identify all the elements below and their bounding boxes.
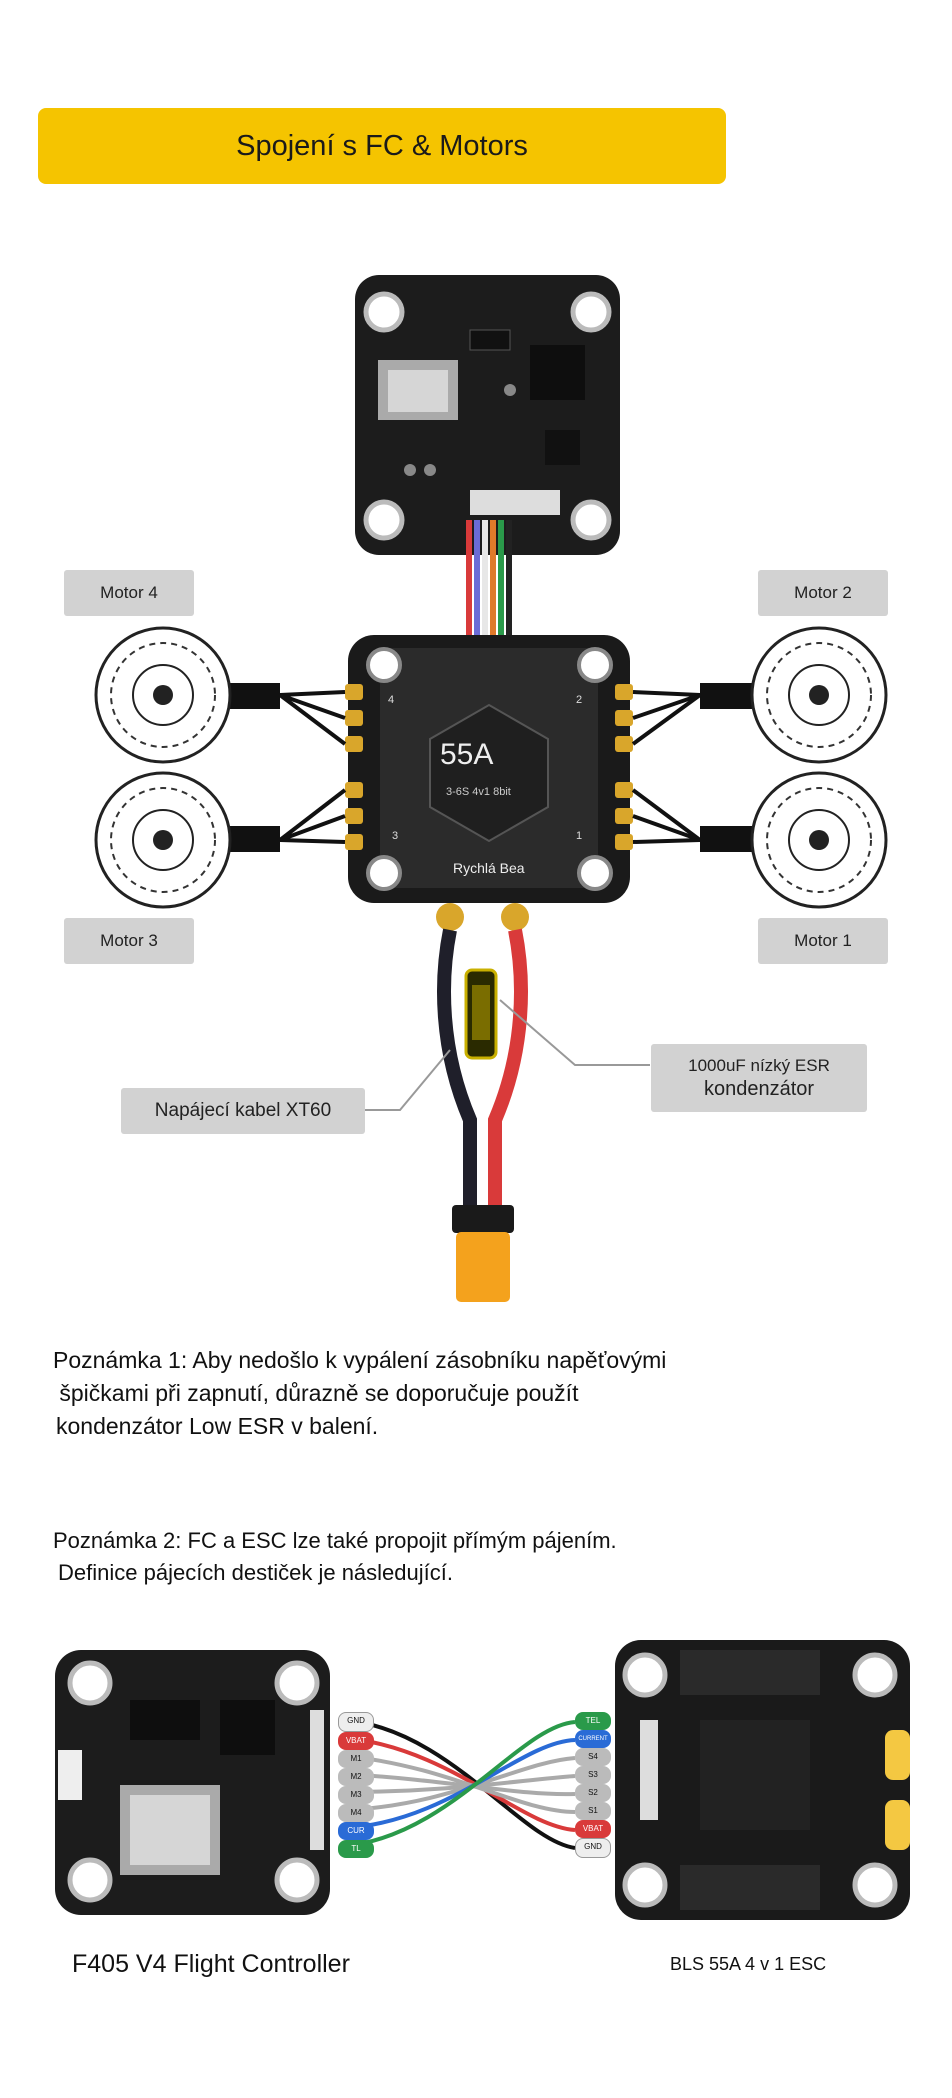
esc-pad: CURRENT (575, 1730, 611, 1748)
note-2-line: Poznámka 2: FC a ESC lze také propojit p… (53, 1528, 617, 1553)
fc-pad: GND (338, 1712, 374, 1732)
section-banner: Spojení s FC & Motors (38, 108, 726, 184)
motor-wires (278, 690, 702, 844)
fc-pad: M4 (338, 1804, 374, 1822)
esc-pad-list: TEL CURRENT S4 S3 S2 S1 VBAT GND (575, 1712, 611, 1858)
capacitor-label-line2: kondenzátor (703, 1077, 815, 1100)
esc-pad: TEL (575, 1712, 611, 1730)
esc-board-top (345, 635, 633, 931)
esc-spec: 3-6S 4v1 8bit (446, 786, 511, 798)
esc-pad: S4 (575, 1748, 611, 1766)
power-cable-label: Napájecí kabel XT60 (121, 1088, 365, 1134)
esc-pad-2: 2 (576, 694, 583, 706)
note-1-line: kondenzátor Low ESR v balení. (56, 1413, 379, 1439)
cross-wiring (344, 1718, 576, 1850)
fc-pad: CUR (338, 1822, 374, 1840)
note-1-line: špičkami při zapnutí, důrazně se doporuč… (53, 1380, 579, 1406)
capacitor-label: 1000uF nízký ESR kondenzátor (651, 1044, 867, 1112)
note-2: Poznámka 2: FC a ESC lze také propojit p… (53, 1525, 923, 1589)
esc-pad-4: 4 (388, 694, 395, 706)
power-cable (437, 928, 528, 1302)
flight-controller-bottom (55, 1650, 330, 1915)
fc-pad: M1 (338, 1750, 374, 1768)
esc-pad: GND (575, 1838, 611, 1858)
esc-pad: S2 (575, 1784, 611, 1802)
esc-pad: VBAT (575, 1820, 611, 1838)
flight-controller-top (355, 275, 620, 555)
motor-2-label: Motor 2 (758, 570, 888, 616)
motor-3-icon (94, 771, 232, 909)
capacitor-icon (464, 968, 498, 1060)
esc-label: BLS 55A 4 v 1 ESC (670, 1954, 827, 1974)
fc-pad-list: GND VBAT M1 M2 M3 M4 CUR TL (338, 1712, 374, 1858)
esc-pad-1: 1 (576, 830, 583, 842)
capacitor-leader (499, 999, 650, 1066)
motor-2-icon (750, 626, 888, 764)
note-1: Poznámka 1: Aby nedošlo k vypálení zásob… (53, 1344, 923, 1443)
note-1-line: Poznámka 1: Aby nedošlo k vypálení zásob… (53, 1347, 667, 1373)
motor-1-icon (750, 771, 888, 909)
note-2-line: Definice pájecích destiček je následujíc… (58, 1560, 453, 1585)
esc-pad: S1 (575, 1802, 611, 1820)
esc-board-bottom (615, 1640, 910, 1920)
fc-pad: TL (338, 1840, 374, 1858)
banner-title: Spojení s FC & Motors (236, 129, 528, 162)
power-cable-leader (365, 1049, 451, 1111)
fc-label: F405 V4 Flight Controller (72, 1950, 350, 1978)
fc-pad: M3 (338, 1786, 374, 1804)
fc-esc-ribbon (466, 520, 512, 640)
capacitor-label-line1: 1000uF nízký ESR (688, 1055, 830, 1075)
motor-3-label: Motor 3 (64, 918, 194, 964)
esc-pad: S3 (575, 1766, 611, 1784)
motor-4-label: Motor 4 (64, 570, 194, 616)
motor-4-icon (94, 626, 232, 764)
esc-rating: 55A (440, 738, 494, 771)
motor-1-label: Motor 1 (758, 918, 888, 964)
esc-pad-3: 3 (392, 830, 399, 842)
fc-pad: VBAT (338, 1732, 374, 1750)
fc-pad: M2 (338, 1768, 374, 1786)
esc-brand: Rychlá Bea (453, 860, 525, 876)
